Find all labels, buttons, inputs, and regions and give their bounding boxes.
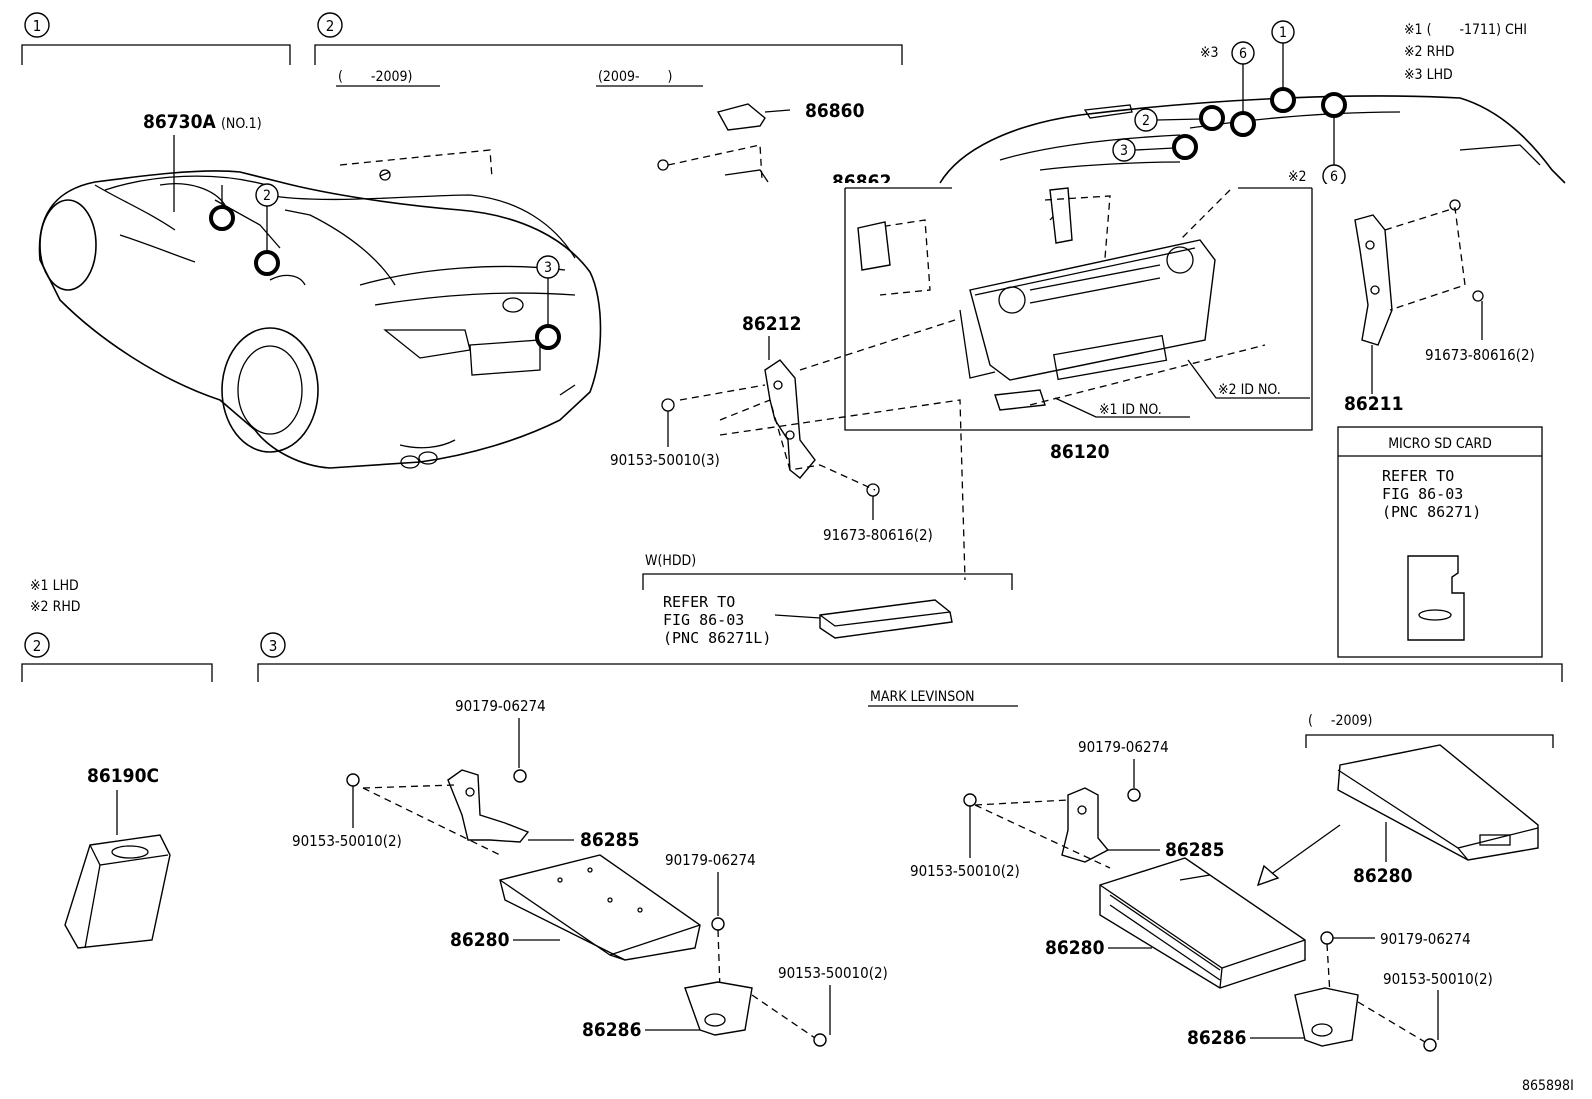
part-91673-a: 91673-80616(2) [823,526,933,544]
callout-6-dash: 6 [1231,41,1255,65]
svg-text:3: 3 [1120,143,1128,159]
note-lhd: ※3 LHD [1404,67,1453,83]
micro-sd-title: MICRO SD CARD [1388,436,1492,452]
bracket-86285-a-illustration [447,769,530,843]
part-ml-90153-a: 90153-50010(2) [292,832,402,850]
figure-id: 865898I [1522,1078,1574,1094]
refer-sd-l2: FIG 86-03 [1382,485,1463,503]
note-rhd: ※2 RHD [1404,44,1455,60]
bracket-86286-a-illustration [684,981,753,1036]
part-86730A-note: (NO.1) [221,116,262,132]
svg-text:2: 2 [263,188,271,204]
bracket-86285-b-illustration [1061,787,1110,863]
section-number: 1 [33,17,42,35]
part-ml-90179-b: 90179-06274 [665,851,756,869]
refer-hdd-l2: FIG 86-03 [663,611,744,629]
hdd-illustration [819,599,953,639]
part-86212: 86212 [742,313,801,335]
svg-text:6: 6 [1239,46,1247,62]
refer-sd-l3: (PNC 86271) [1382,503,1481,521]
refer-hdd-l1: REFER TO [663,593,735,611]
section-marker-2-top: 2 [317,12,343,38]
part-86190C: 86190C [87,765,159,787]
svg-text:2: 2 [1142,113,1150,129]
section-number: 2 [33,637,42,655]
id-no-2: ※2 ID NO. [1218,382,1281,398]
section-brackets [21,44,1563,748]
section-number: 2 [326,17,335,35]
bracket-86212-illustration [661,219,966,581]
dashboard-illustration [939,95,1566,184]
callout-1-dash: 1 [1271,20,1295,44]
callout-x3: ※3 [1200,45,1219,61]
part-90153-a: 90153-50010(3) [610,451,720,469]
part-ml-86285-b: 86285 [1165,839,1224,861]
refer-sd-l1: REFER TO [1382,467,1454,485]
section-number: 3 [269,637,278,655]
part-ml-90153-c: 90153-50010(2) [910,862,1020,880]
part-ml-90179-c: 90179-06274 [1078,738,1169,756]
arrow [1269,824,1341,876]
part-86120: 86120 [1050,441,1110,463]
part-ml-86286-b: 86286 [1187,1027,1246,1049]
part-ml-90153-d: 90153-50010(2) [1383,970,1493,988]
refer-hdd-l3: (PNC 86271L) [663,629,771,647]
callout-x2: ※2 [1288,169,1307,185]
callout-2-car: 2 [255,183,279,207]
part-ml-86286-a: 86286 [582,1019,641,1041]
part-ml-86280-a: 86280 [450,929,510,951]
part-86860: 86860 [805,100,865,122]
part-86211: 86211 [1344,393,1403,415]
part-ml-86280-b: 86280 [1045,937,1105,959]
part-ml-90179-a: 90179-06274 [455,697,546,715]
sd-card-icon [1407,555,1465,641]
callout-3-car: 3 [536,255,560,279]
part-ml-86285-a: 86285 [580,829,639,851]
label-from-2009: (2009- ) [598,69,672,85]
note-lhd-left: ※1 LHD [30,578,79,594]
note-chi: ※1 ( -1711) CHI [1404,22,1527,38]
part-86190C-illustration [64,834,171,949]
callout-2-dash: 2 [1134,108,1158,132]
bracket-86286-b-illustration [1294,987,1359,1047]
label-amp-to-2009: ( -2009) [1308,713,1372,729]
label-whdd: W(HDD) [645,553,696,569]
svg-text:3: 3 [544,260,552,276]
part-86860-illustration [716,103,791,131]
micro-sd-box: MICRO SD CARD REFER TO FIG 86-03 (PNC 86… [1337,426,1543,658]
part-ml-86280-c: 86280 [1353,865,1413,887]
amp-86280-a-illustration [499,854,701,961]
bracket-86211-illustration [1354,199,1484,346]
callout-6b-dash: 6 [1322,164,1346,188]
amp-86280-b-illustration [1099,857,1306,989]
part-ml-90179-d: 90179-06274 [1380,930,1471,948]
label-mark-levinson: MARK LEVINSON [870,689,975,705]
label-to-2009: ( -2009) [338,69,412,85]
section-marker-1-top: 1 [24,12,50,38]
part-91673-b: 91673-80616(2) [1425,346,1535,364]
svg-text:1: 1 [1279,25,1287,41]
car-rear-illustration [38,149,602,469]
part-86730A: 86730A [143,111,216,133]
head-unit-frame [844,188,1313,431]
id-no-1: ※1 ID NO. [1099,402,1162,418]
part-ml-90153-b: 90153-50010(2) [778,964,888,982]
head-unit-86120-illustration [959,187,1266,411]
part-86862-illustration [657,144,769,183]
section-marker-2-bottom: 2 [24,632,50,658]
note-rhd-left: ※2 RHD [30,599,81,615]
callout-3-dash: 3 [1112,138,1136,162]
section-marker-3-bottom: 3 [260,632,286,658]
amp-86280-c-illustration [1337,744,1539,861]
svg-text:6: 6 [1330,169,1338,185]
